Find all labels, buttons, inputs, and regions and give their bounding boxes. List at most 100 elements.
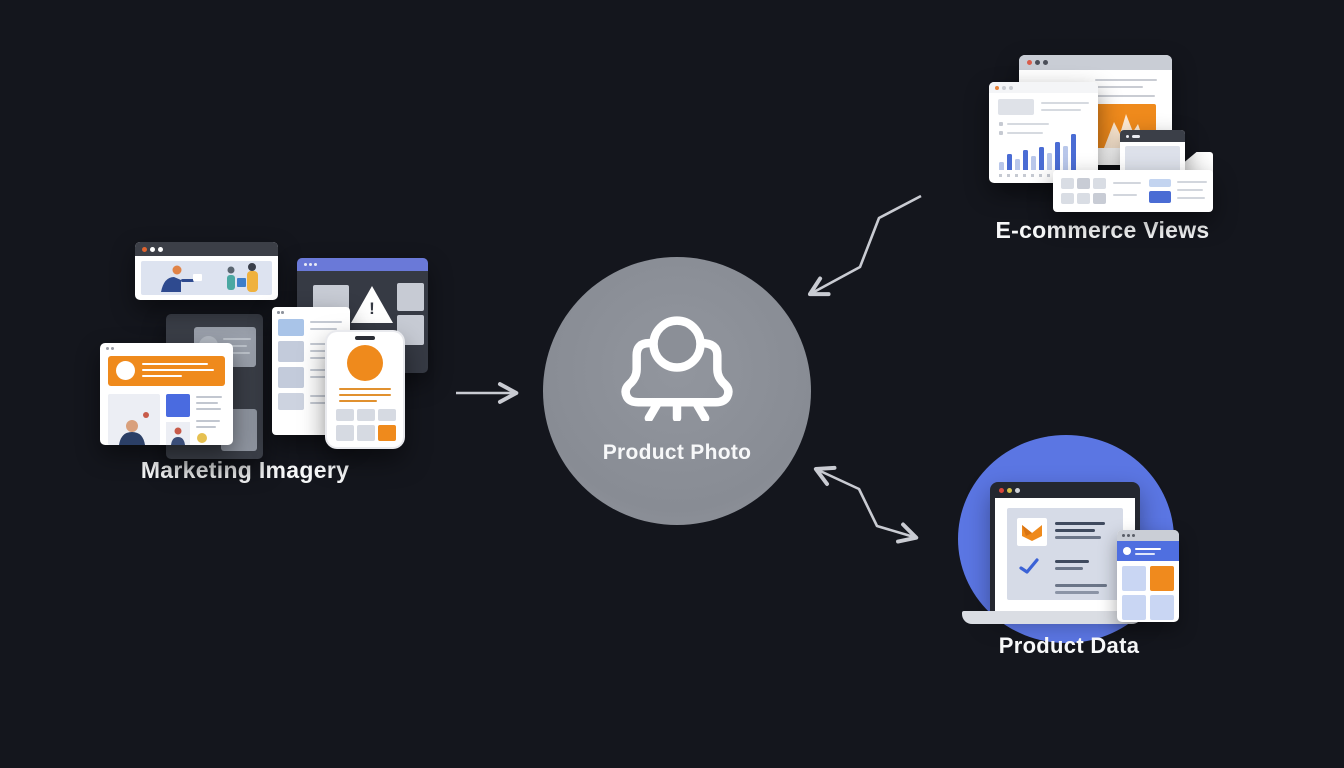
text-line bbox=[339, 400, 377, 402]
blue-header-bar bbox=[1117, 541, 1179, 561]
node-ecommerce-views: E-commerce Views bbox=[985, 48, 1230, 258]
product-image-circle bbox=[347, 345, 383, 381]
ecommerce-window-analytics bbox=[989, 82, 1098, 183]
window-dot-red bbox=[1027, 60, 1032, 65]
window-dot bbox=[1122, 534, 1125, 537]
text-line bbox=[1055, 536, 1101, 539]
node-marketing-imagery: ! bbox=[95, 235, 445, 490]
text-line bbox=[223, 352, 250, 354]
text-line bbox=[196, 426, 216, 428]
window-dot bbox=[1035, 60, 1040, 65]
checkmark-icon bbox=[1019, 558, 1039, 574]
window-dot bbox=[106, 347, 109, 350]
grid-cell bbox=[1061, 178, 1074, 189]
laptop-base bbox=[962, 611, 1142, 624]
text-line bbox=[1095, 79, 1157, 81]
grid-cell bbox=[1077, 178, 1090, 189]
buy-button-placeholder bbox=[1149, 191, 1171, 203]
orange-hero-banner bbox=[108, 356, 225, 386]
hero-panel bbox=[141, 261, 272, 295]
grid-cell bbox=[1093, 178, 1106, 189]
mini-bar bbox=[1015, 159, 1020, 170]
marketing-phone-mockup bbox=[327, 332, 403, 447]
mini-bar bbox=[1071, 134, 1076, 170]
text-line bbox=[1177, 197, 1205, 199]
list-bullet bbox=[999, 122, 1003, 126]
avatar-placeholder bbox=[116, 361, 135, 380]
grid-cell-orange bbox=[378, 425, 396, 441]
grid-cell bbox=[336, 425, 354, 441]
text-line bbox=[1055, 584, 1107, 587]
panel-placeholder bbox=[397, 283, 424, 311]
avatar-placeholder bbox=[1123, 547, 1131, 555]
text-line bbox=[1041, 102, 1089, 104]
ecommerce-window-mini bbox=[1120, 130, 1185, 178]
warning-exclamation: ! bbox=[369, 299, 375, 318]
window-dot bbox=[314, 263, 317, 266]
panel-placeholder bbox=[1125, 146, 1180, 173]
marketing-imagery-label: Marketing Imagery bbox=[140, 457, 350, 483]
grid-cell bbox=[1150, 595, 1174, 620]
window-titlebar bbox=[1120, 130, 1185, 142]
text-line bbox=[1041, 109, 1081, 111]
photo-card-small bbox=[166, 422, 190, 445]
grid-cell bbox=[336, 409, 354, 421]
text-line bbox=[1177, 181, 1207, 183]
marketing-window-people bbox=[135, 242, 278, 300]
text-line bbox=[1135, 548, 1161, 550]
text-line bbox=[1007, 123, 1049, 125]
window-dot bbox=[1009, 86, 1013, 90]
grid-cell-orange bbox=[1150, 566, 1174, 591]
text-line bbox=[310, 369, 342, 371]
text-line bbox=[196, 408, 221, 410]
window-dot bbox=[304, 263, 307, 266]
text-line bbox=[1177, 189, 1203, 191]
window-dot bbox=[111, 347, 114, 350]
text-line bbox=[1007, 132, 1043, 134]
node-product-data: Product Data bbox=[955, 430, 1190, 668]
product-data-label: Product Data bbox=[998, 633, 1140, 658]
marketing-window-orange-banner bbox=[100, 343, 233, 445]
text-line bbox=[1113, 182, 1141, 184]
product-card bbox=[1017, 518, 1047, 546]
text-line bbox=[310, 376, 334, 378]
window-dot bbox=[158, 247, 163, 252]
ecommerce-panel-listing bbox=[1053, 170, 1213, 212]
window-dot-red bbox=[999, 488, 1004, 493]
window-titlebar bbox=[1019, 55, 1172, 70]
window-dot bbox=[281, 311, 284, 314]
text-line bbox=[1055, 522, 1105, 525]
grid-cell bbox=[357, 409, 375, 421]
people-illustration bbox=[161, 263, 258, 292]
product-photo-label: Product Photo bbox=[602, 441, 752, 464]
mini-bar-chart bbox=[999, 134, 1076, 170]
text-line bbox=[310, 402, 336, 404]
mini-bar bbox=[1023, 150, 1028, 170]
mini-bar bbox=[1047, 153, 1052, 170]
window-dot bbox=[1127, 534, 1130, 537]
text-line bbox=[339, 388, 391, 390]
fox-logo-icon bbox=[1022, 525, 1042, 541]
text-line bbox=[339, 394, 391, 396]
thumb-lightblue bbox=[1149, 179, 1171, 187]
warning-triangle-icon: ! bbox=[351, 286, 393, 323]
window-titlebar bbox=[135, 242, 278, 256]
text-line bbox=[1055, 591, 1099, 594]
grid-cell bbox=[1122, 566, 1146, 591]
text-line bbox=[1095, 95, 1155, 97]
grid-cell bbox=[1122, 595, 1146, 620]
mini-bar bbox=[1055, 142, 1060, 170]
text-line bbox=[142, 363, 208, 365]
panel-placeholder bbox=[998, 99, 1034, 115]
grid-cell bbox=[1061, 193, 1074, 204]
arrow-ecommerce-to-center bbox=[807, 194, 922, 297]
text-line bbox=[223, 345, 247, 347]
thumb-gray bbox=[278, 393, 304, 410]
phone-notch bbox=[355, 336, 375, 340]
mini-bar bbox=[1031, 156, 1036, 170]
image-block-blue bbox=[166, 394, 190, 417]
window-dot bbox=[1002, 86, 1006, 90]
window-dot bbox=[1126, 135, 1129, 138]
thumb-gray bbox=[278, 341, 304, 362]
